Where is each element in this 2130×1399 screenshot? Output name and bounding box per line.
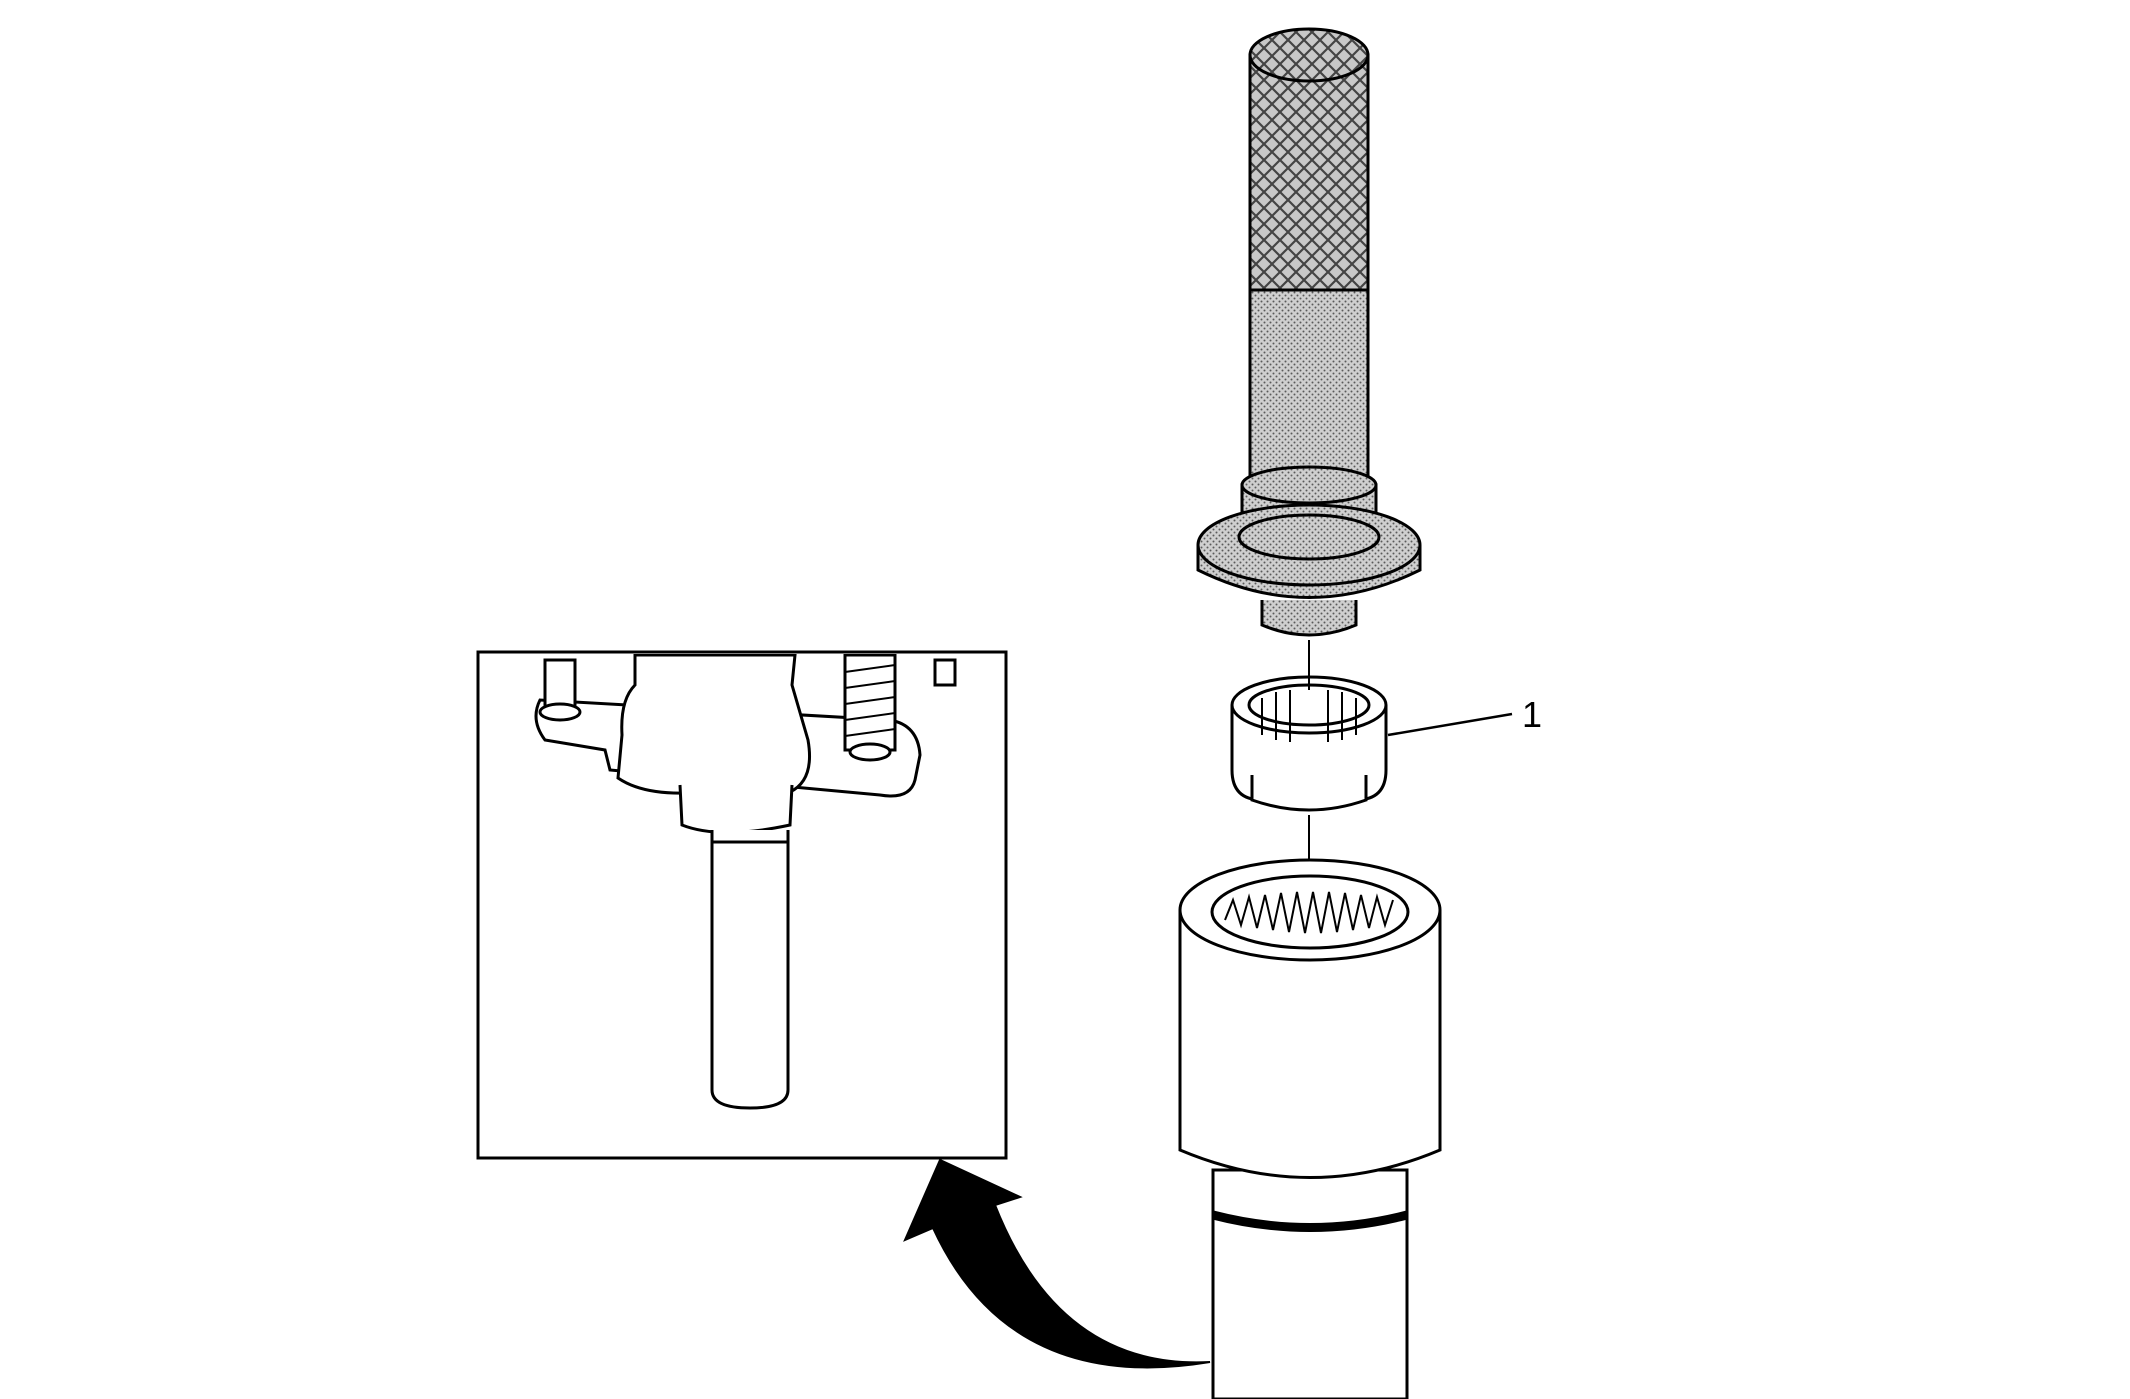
callout-1: 1 <box>1387 694 1542 737</box>
curved-arrow-icon <box>903 1158 1211 1369</box>
needle-bearing <box>1230 675 1388 812</box>
inset-detail-view <box>476 650 1008 1160</box>
bearing-installer-tool <box>1196 27 1422 637</box>
callout-1-label: 1 <box>1522 694 1542 735</box>
splined-sleeve-tool <box>1178 858 1442 1399</box>
